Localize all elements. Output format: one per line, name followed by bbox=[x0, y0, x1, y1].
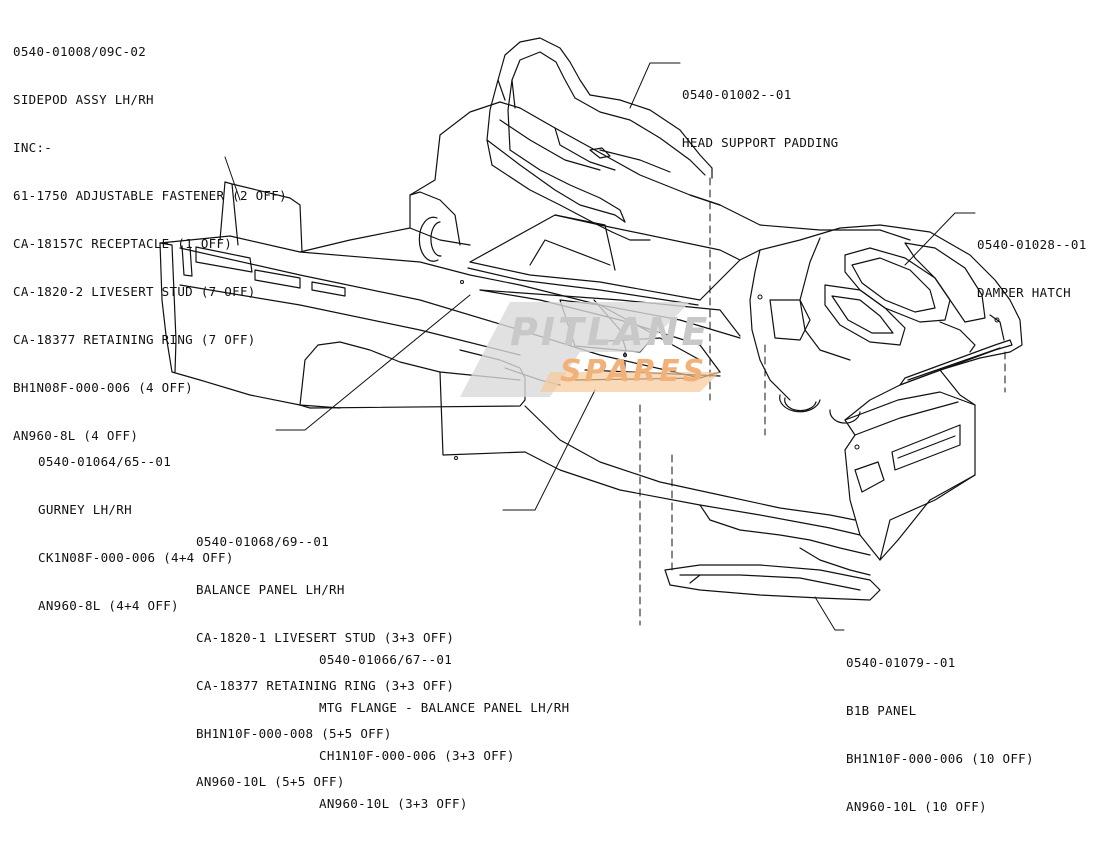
label-damper-hatch: 0540-01028--01 DAMPER HATCH bbox=[977, 205, 1087, 333]
roll-hoop-shape bbox=[486, 37, 911, 241]
label-sidepod: 0540-01008/09C-02 SIDEPOD ASSY LH/RH INC… bbox=[13, 12, 287, 476]
label-line: CA-18377 RETAINING RING (3+3 OFF) bbox=[196, 678, 455, 693]
watermark-swoosh-icon bbox=[460, 302, 720, 397]
parts-diagram: PITLANE SPARES 0540-01008/09C-02 SIDEPOD… bbox=[13, 12, 1087, 814]
label-line: CK1N08F-000-006 (4+4 OFF) bbox=[38, 550, 234, 565]
label-line: INC:- bbox=[13, 140, 53, 155]
label-line: 61-1750 ADJUSTABLE FASTENER (2 OFF) bbox=[13, 188, 287, 203]
watermark-logo: PITLANE SPARES bbox=[440, 292, 760, 402]
label-line: AN960-10L (10 OFF) bbox=[846, 799, 987, 814]
fastener-marks bbox=[454, 280, 1000, 460]
chassis-drawing bbox=[159, 37, 1023, 631]
label-line: AN960-8L (4 OFF) bbox=[13, 428, 139, 443]
label-b1b-panel: 0540-01079--01 B1B PANEL BH1N10F-000-006… bbox=[846, 623, 1034, 847]
label-line: CH1N10F-000-006 (3+3 OFF) bbox=[319, 748, 515, 763]
front-tub-shape bbox=[739, 224, 1023, 421]
label-line: HEAD SUPPORT PADDING bbox=[682, 135, 839, 150]
label-line: 0540-01068/69--01 bbox=[196, 534, 330, 549]
label-line: AN960-10L (3+3 OFF) bbox=[319, 796, 468, 811]
label-head-support: 0540-01002--01 HEAD SUPPORT PADDING bbox=[682, 55, 839, 183]
label-line: 0540-01028--01 bbox=[977, 237, 1087, 252]
label-line: CA-1820-1 LIVESERT STUD (3+3 OFF) bbox=[196, 630, 455, 645]
label-line: 0540-01002--01 bbox=[682, 87, 792, 102]
label-line: CA-18377 RETAINING RING (7 OFF) bbox=[13, 332, 256, 347]
label-line: 0540-01008/09C-02 bbox=[13, 44, 147, 59]
label-line: MTG FLANGE - BALANCE PANEL LH/RH bbox=[319, 700, 570, 715]
label-line: BALANCE PANEL LH/RH bbox=[196, 582, 345, 597]
label-line: GURNEY LH/RH bbox=[38, 502, 132, 517]
label-line: 0540-01066/67--01 bbox=[319, 652, 453, 667]
label-gurney: 0540-01064/65--01 GURNEY LH/RH CK1N08F-0… bbox=[38, 422, 234, 646]
label-line: B1B PANEL bbox=[846, 703, 917, 718]
label-line: AN960-8L (4+4 OFF) bbox=[38, 598, 179, 613]
label-line: 0540-01064/65--01 bbox=[38, 454, 172, 469]
label-line: BH1N08F-000-006 (4 OFF) bbox=[13, 380, 193, 395]
leader-lines bbox=[224, 62, 976, 631]
hidden-lines bbox=[624, 177, 1006, 626]
watermark-word-1: PITLANE bbox=[510, 310, 711, 354]
label-line: BH1N10F-000-006 (10 OFF) bbox=[846, 751, 1034, 766]
label-line: CA-1820-2 LIVESERT STUD (7 OFF) bbox=[13, 284, 256, 299]
label-line: 0540-01079--01 bbox=[846, 655, 956, 670]
underbody-shape bbox=[524, 405, 881, 601]
label-line: CA-18157C RECEPTACLE (1 OFF) bbox=[13, 236, 233, 251]
label-mtg-flange: 0540-01066/67--01 MTG FLANGE - BALANCE P… bbox=[319, 620, 569, 844]
bulkhead-shape bbox=[779, 369, 976, 561]
label-line: DAMPER HATCH bbox=[977, 285, 1071, 300]
watermark-word-2: SPARES bbox=[560, 354, 708, 389]
label-line: SIDEPOD ASSY LH/RH bbox=[13, 92, 154, 107]
